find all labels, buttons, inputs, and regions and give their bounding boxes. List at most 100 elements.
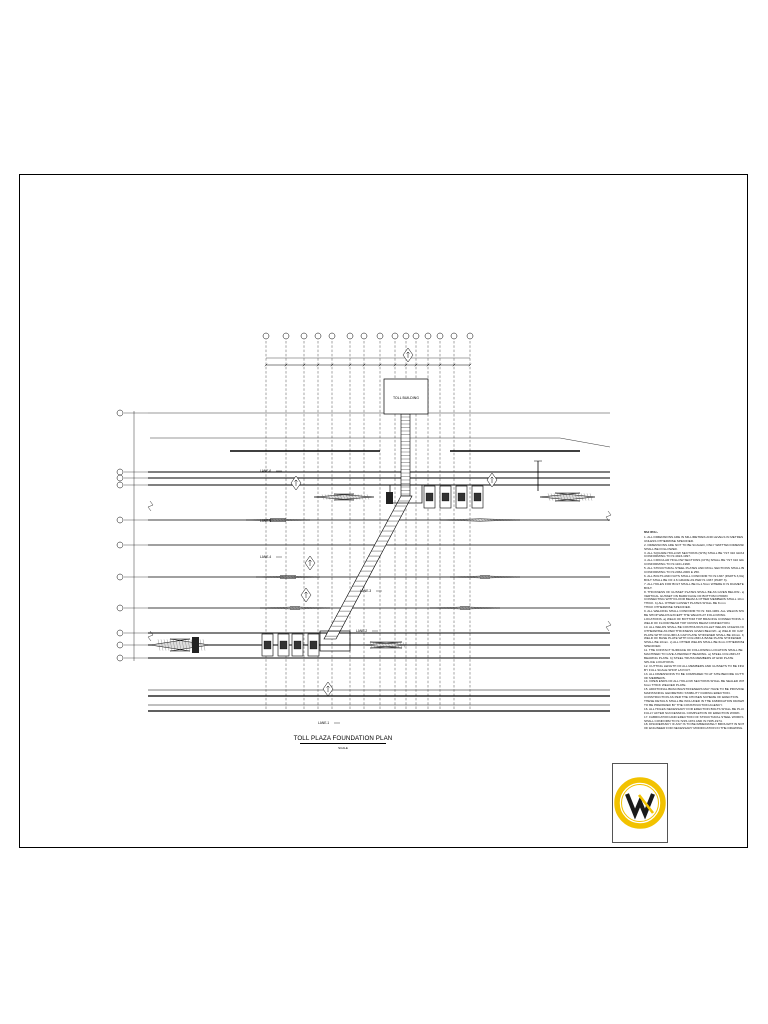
hatch-line — [446, 607, 450, 609]
hatch-line — [514, 576, 518, 578]
hatch-line — [281, 576, 285, 578]
note-line: BOLT SHALL BE OF 4.6 GRADE AS PER IS 136… — [644, 578, 728, 582]
hatch-line — [399, 642, 403, 648]
hatch-line — [381, 642, 385, 648]
hatch-line — [276, 607, 280, 609]
hatch-line — [287, 576, 291, 578]
grid-bubble — [116, 541, 124, 549]
break-mark — [147, 500, 154, 512]
hatch-line — [157, 639, 161, 651]
hatch-line — [466, 576, 470, 578]
north-arrow-icon — [326, 685, 330, 692]
hatch-line — [263, 576, 267, 578]
grid-bubble — [360, 332, 368, 340]
hatch-line — [440, 607, 444, 609]
lane-lines — [147, 412, 612, 712]
hatch-line — [457, 576, 461, 578]
note-line: OF ENGINEER FOR NECESSARY MODIFICATION I… — [644, 727, 744, 731]
hatch-line — [583, 493, 587, 501]
hatch-line — [308, 576, 312, 578]
lane-label: LANE-3 — [360, 589, 371, 593]
hatch-line — [589, 493, 593, 501]
dimension-tick — [468, 363, 472, 367]
hatch-line — [483, 519, 487, 521]
booth-core — [293, 640, 302, 650]
hatch-line — [330, 494, 334, 500]
hatch-line — [465, 519, 469, 521]
hatch-line — [357, 494, 361, 500]
hatch-line — [363, 494, 367, 500]
dimension-tick — [426, 363, 430, 367]
lane-divider — [259, 606, 331, 610]
grid-bubble — [116, 409, 124, 417]
grid-bubble — [116, 573, 124, 581]
plan-scale: SCALE — [338, 746, 348, 750]
grid-bubble — [116, 604, 124, 612]
hatch-line — [495, 519, 499, 521]
note-line: OF MEMBERS. — [644, 676, 666, 680]
note-line: 17. FABRICATION AND ERECTION OF STRUCTUR… — [644, 715, 744, 719]
dimension-tick — [438, 363, 442, 367]
lane-divider — [449, 575, 521, 579]
hatch-line — [318, 607, 322, 609]
break-mark — [605, 510, 612, 522]
hatch-line — [571, 493, 575, 501]
hatch-line — [455, 607, 459, 609]
hatch-line — [267, 607, 271, 609]
dimension-tick — [348, 363, 352, 367]
dimension-tick — [393, 363, 397, 367]
hatch-line — [163, 639, 167, 651]
section-markers — [290, 347, 498, 697]
dimension-tick — [452, 363, 456, 367]
break-mark — [605, 620, 612, 632]
hatch-line — [339, 494, 343, 500]
note-line: VERTICAL GUSSET ON BARR FACE OF BOTTOM C… — [644, 594, 728, 598]
hatch-line — [184, 639, 188, 651]
hatch-line — [488, 607, 492, 609]
hatch-line — [301, 519, 305, 521]
dimension-tick — [404, 363, 408, 367]
notes-heading: NOTES:- — [644, 531, 658, 534]
note-line: BE SHOP WELDS EXCEPT THE WELDS AT FOLLOW… — [644, 614, 726, 618]
hatch-line — [299, 576, 303, 578]
dimension-tick — [414, 363, 418, 367]
booth-core — [473, 492, 482, 502]
north-arrow-icon — [406, 351, 410, 358]
note-line: THICK OTHERWISE SPECIFIED. — [644, 606, 691, 610]
booth-core — [425, 492, 434, 502]
hatch-line — [580, 493, 584, 501]
note-line: TO BE PREPARED BY THE CONSTRUCTION AGENC… — [644, 703, 723, 707]
north-arrow-icon — [304, 591, 308, 598]
note-line: THESE DETAILS SHALL BE INCLUDED IN THE F… — [644, 699, 744, 703]
note-line: PLATE WITH COLUMN & CAP PLATE STIFFENER … — [644, 633, 744, 637]
hatch-line — [342, 494, 346, 500]
hatch-line — [298, 519, 302, 521]
hatch-line — [169, 639, 173, 651]
hatch-line — [265, 519, 269, 521]
hatch-line — [508, 576, 512, 578]
note-line: SHALL CONFORM TO IS:7215-1974 AND IS:720… — [644, 719, 723, 723]
hatch-line — [479, 607, 483, 609]
hatch-line — [172, 639, 176, 651]
hatch-line — [481, 576, 485, 578]
grid-bubble — [116, 481, 124, 489]
booth-block — [386, 492, 393, 504]
hatch-line — [284, 576, 288, 578]
grid-bubble — [450, 332, 458, 340]
hatch-line — [345, 494, 349, 500]
hatch-line — [487, 576, 491, 578]
hatch-line — [324, 607, 328, 609]
hatch-line — [502, 576, 506, 578]
note-line: 18. DISCREPANCY IF ANY IS TO BE IMMEDIAT… — [644, 723, 744, 727]
hatch-line — [202, 639, 206, 651]
grid-bubble — [328, 332, 336, 340]
hatch-line — [360, 494, 364, 500]
hatch-line — [468, 519, 472, 521]
hatch-line — [372, 642, 376, 648]
hatch-line — [256, 519, 260, 521]
hatch-line — [513, 519, 517, 521]
hatch-line — [387, 642, 391, 648]
note-line: 7. ALL HOLES FOR BOLT SHALL BE D+1.5mm W… — [644, 582, 744, 586]
note-line: 6mm THICK WELDED PLATE. — [644, 684, 687, 688]
note-line: 12. CUTTING LENGTH OF ALL MEMBERS AND GU… — [644, 664, 744, 668]
